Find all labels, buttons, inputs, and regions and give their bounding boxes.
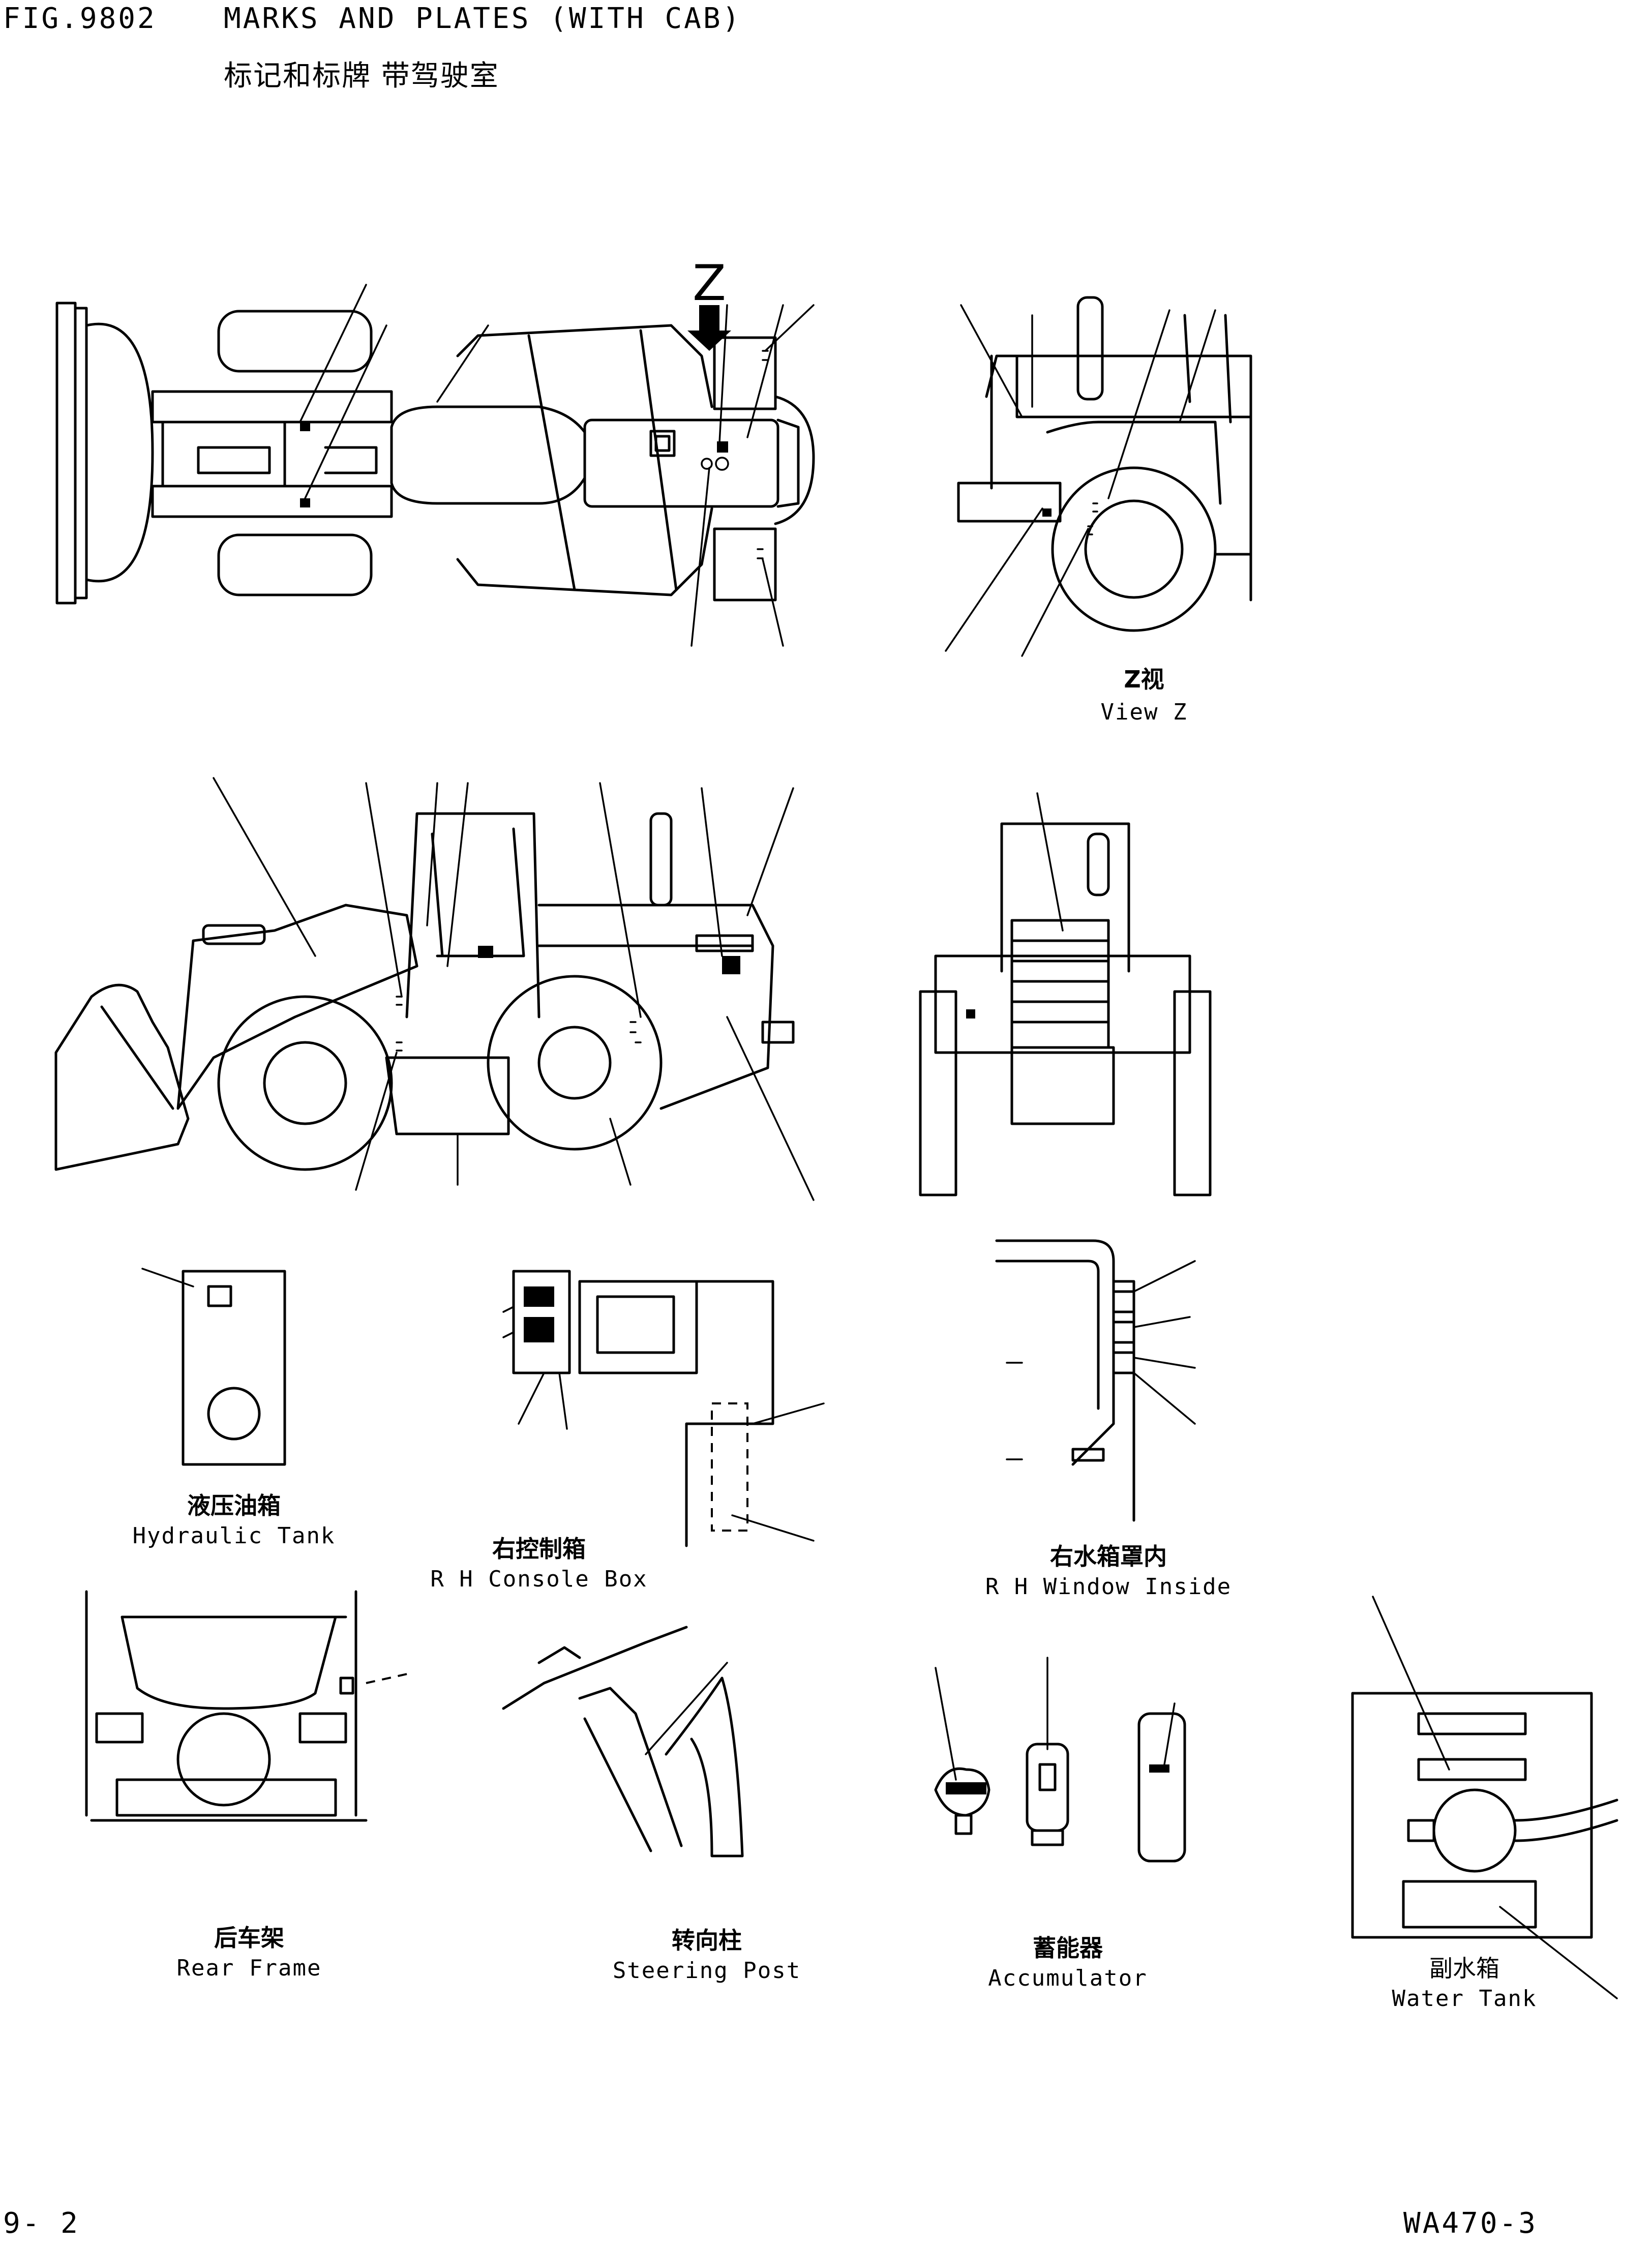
window-inside-caption-cn: 右水箱罩内	[1050, 1543, 1167, 1570]
steering-post-caption-cn: 转向柱	[672, 1927, 742, 1954]
model-number: WA470-3	[1403, 2207, 1538, 2240]
accumulator-caption-cn: 蓄能器	[1033, 1934, 1103, 1962]
console-box-drawing	[503, 1271, 824, 1546]
rear-view-drawing	[920, 793, 1210, 1195]
side-view-drawing	[56, 778, 814, 1200]
steering-post-caption-en: Steering Post	[612, 1958, 801, 1984]
hydraulic-tank-caption-en: Hydraulic Tank	[132, 1523, 336, 1549]
page-number: 9- 2	[3, 2207, 80, 2240]
accumulator-caption-en: Accumulator	[988, 1965, 1148, 1991]
accumulator-drawing	[936, 1658, 1185, 1861]
rear-frame-caption-en: Rear Frame	[176, 1955, 322, 1981]
water-tank-caption-en: Water Tank	[1392, 1986, 1537, 2012]
figure-title-en: MARKS AND PLATES (WITH CAB)	[224, 2, 742, 35]
z-arrow-label: Z	[693, 255, 726, 312]
console-box-caption-en: R H Console Box	[430, 1566, 648, 1592]
top-view-drawing	[57, 285, 814, 646]
hydraulic-tank-caption-cn: 液压油箱	[187, 1492, 281, 1519]
console-box-caption-cn: 右控制箱	[492, 1535, 586, 1563]
rear-frame-caption-cn: 后车架	[214, 1924, 284, 1952]
water-tank-caption-cn: 副水箱	[1429, 1955, 1499, 1982]
view-z-caption-en: View Z	[1100, 699, 1188, 725]
window-inside-caption-en: R H Window Inside	[985, 1574, 1232, 1600]
steering-post-drawing	[503, 1627, 742, 1856]
figure-title-cn: 标记和标牌 带驾驶室	[224, 59, 499, 93]
figure-number: FIG.9802	[3, 2, 157, 35]
water-tank-drawing	[1353, 1597, 1617, 1998]
window-inside-drawing	[997, 1241, 1195, 1520]
hydraulic-tank-drawing	[142, 1269, 285, 1464]
view-z-drawing	[946, 297, 1251, 656]
rear-frame-drawing	[86, 1592, 412, 1820]
view-z-caption-cn: Z视	[1124, 666, 1164, 693]
